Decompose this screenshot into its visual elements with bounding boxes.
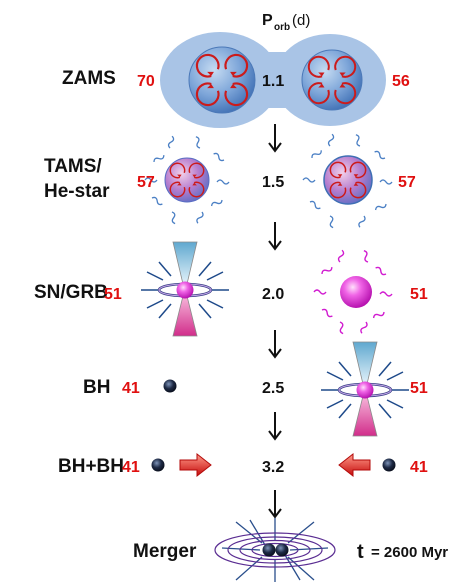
merger-waves <box>214 518 336 582</box>
period-sn-grb: 2.0 <box>262 286 284 303</box>
black-hole-left-inspiral <box>151 458 165 472</box>
arrow-down-2 <box>268 221 282 250</box>
mass-left-sn-grb: 51 <box>104 286 122 303</box>
tams-star-right <box>302 133 393 229</box>
mass-right-zams: 56 <box>392 73 410 90</box>
magenta-star-right <box>313 249 393 335</box>
mass-left-bh-bh: 41 <box>122 459 140 476</box>
mass-left-zams: 70 <box>137 73 155 90</box>
row-tams: TAMS/ He-star 57 1.5 57 <box>44 133 416 229</box>
mass-right-bh: 51 <box>410 380 428 397</box>
row-bh-bh: BH+BH 41 3.2 41 <box>58 452 428 478</box>
arrow-down-3 <box>268 329 282 358</box>
black-hole-right-inspiral <box>382 458 396 472</box>
time-symbol: t <box>357 541 364 563</box>
period-symbol: P <box>262 12 273 29</box>
row-merger: Merger t = 2600 Myr <box>133 518 448 582</box>
mass-right-sn-grb: 51 <box>410 286 428 303</box>
arrow-down-5 <box>268 489 282 518</box>
inspiral-arrow-right <box>179 452 212 478</box>
period-header: P orb (d) <box>262 12 310 33</box>
mass-right-tams: 57 <box>398 174 416 191</box>
period-zams: 1.1 <box>262 73 284 90</box>
collapsar-left <box>139 240 231 338</box>
period-bh-bh: 3.2 <box>262 459 284 476</box>
period-bh: 2.5 <box>262 380 284 397</box>
collapsar-right <box>319 340 411 438</box>
time-value: = 2600 Myr <box>371 544 448 561</box>
inspiral-arrow-left <box>338 452 371 478</box>
row-sn-grb: SN/GRB 51 2.0 51 <box>34 240 428 338</box>
mass-right-bh-bh: 41 <box>410 459 428 476</box>
row-zams: ZAMS 70 1.1 56 <box>62 32 410 128</box>
row-bh: BH 41 2.5 51 <box>83 340 428 438</box>
zams-star-right <box>301 49 363 111</box>
tams-star-left <box>144 135 230 225</box>
stage-label-merger: Merger <box>133 541 197 562</box>
stage-label-sn-grb: SN/GRB <box>34 282 108 303</box>
mass-left-bh: 41 <box>122 380 140 397</box>
stage-label-zams: ZAMS <box>62 68 116 89</box>
arrow-down-4 <box>268 411 282 440</box>
arrow-down-1 <box>268 123 282 152</box>
stage-label-he-star: He-star <box>44 181 110 202</box>
mass-left-tams: 57 <box>137 174 155 191</box>
stage-label-bh: BH <box>83 377 110 398</box>
period-tams: 1.5 <box>262 174 284 191</box>
period-subscript: orb <box>274 22 290 33</box>
black-hole-left <box>163 379 177 393</box>
stage-label-bh-bh: BH+BH <box>58 456 124 477</box>
period-unit: (d) <box>292 12 310 29</box>
zams-star-left <box>188 46 256 114</box>
stage-label-tams: TAMS/ <box>44 156 102 177</box>
